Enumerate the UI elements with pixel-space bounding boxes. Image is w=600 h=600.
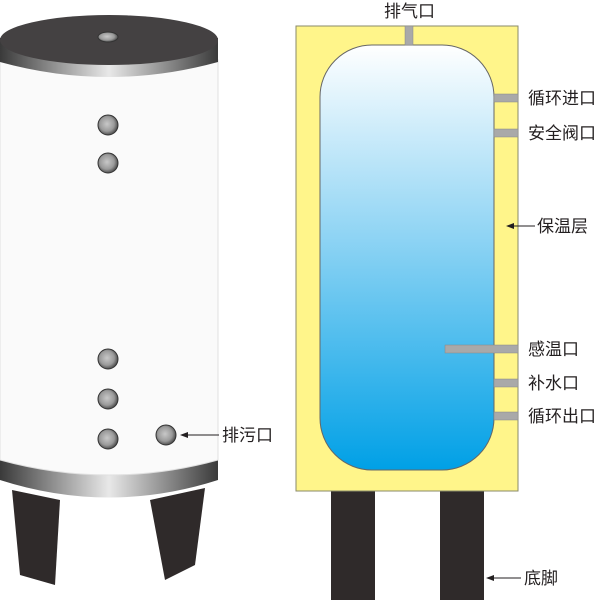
tank-exterior: 排污口 xyxy=(0,15,273,585)
section-foot-right xyxy=(440,491,484,600)
water-supply-pipe xyxy=(493,378,519,388)
water-supply-label: 补水口 xyxy=(528,374,579,394)
port-icon xyxy=(97,388,119,410)
port-icon xyxy=(97,152,119,174)
exterior-foot-left xyxy=(12,490,60,585)
feet-label: 底脚 xyxy=(524,569,558,589)
circulation-inlet-pipe xyxy=(493,93,519,103)
section-foot-left xyxy=(331,491,375,600)
circulation-outlet-pipe xyxy=(493,411,519,421)
inner-tank-water xyxy=(319,44,495,471)
vent-label: 排气口 xyxy=(384,2,435,22)
arrow-head-icon xyxy=(486,575,494,581)
port-icon xyxy=(97,428,119,450)
port-icon xyxy=(97,114,119,136)
insulation-label: 保温层 xyxy=(537,217,588,237)
tank-cross-section: 排气口 循环进口 安全阀口 保温层 感温口 补水口 循环出口 底脚 xyxy=(295,2,596,600)
side-ports xyxy=(97,114,177,450)
circulation-outlet-label: 循环出口 xyxy=(528,407,596,427)
drain-label: 排污口 xyxy=(222,426,273,446)
top-port-icon xyxy=(97,31,119,43)
temp-sensor-pipe xyxy=(444,344,519,354)
arrow-head-icon xyxy=(180,432,188,438)
temp-sensor-label: 感温口 xyxy=(528,340,579,360)
vent-pipe xyxy=(404,25,414,46)
drain-port-icon xyxy=(155,424,177,446)
arrow-head-icon xyxy=(506,223,514,229)
safety-valve-label: 安全阀口 xyxy=(528,124,596,144)
exterior-foot-right xyxy=(150,488,205,580)
safety-valve-pipe xyxy=(493,128,519,138)
port-icon xyxy=(97,348,119,370)
circulation-inlet-label: 循环进口 xyxy=(528,89,596,109)
